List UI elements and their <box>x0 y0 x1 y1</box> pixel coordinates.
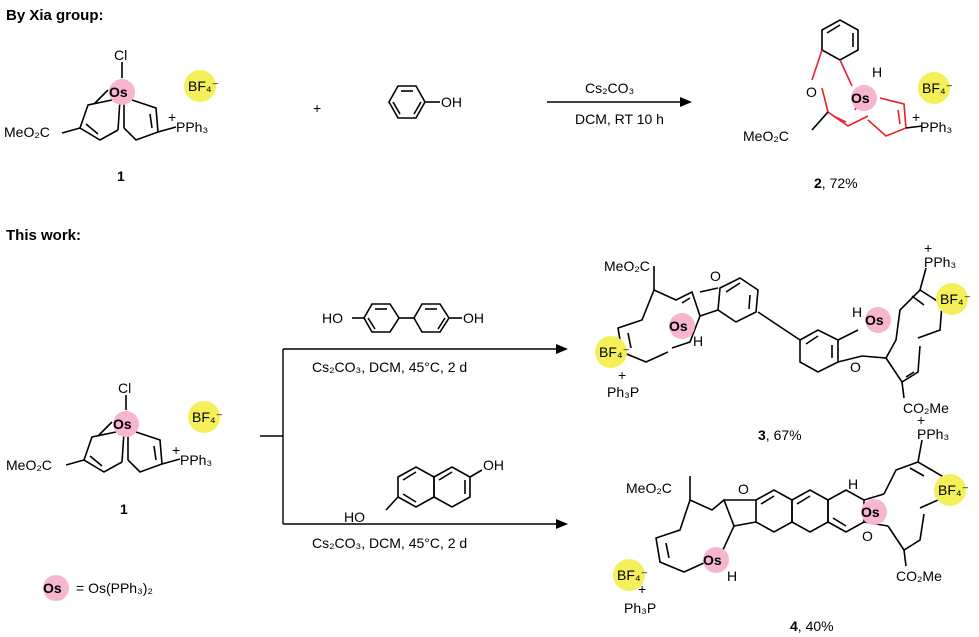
os-atom-label: Os <box>109 84 128 100</box>
ester-group-label: MeO₂C <box>4 124 50 140</box>
counterion-label: BF₄⁻ <box>922 80 953 96</box>
os-atom-label: Os <box>865 312 884 328</box>
hydride-label: H <box>727 568 737 584</box>
os-atom-label: Os <box>669 318 688 334</box>
compound-label-1: 1 <box>117 168 125 184</box>
counterion-label: BF₄⁻ <box>599 344 630 360</box>
ester-group-label: MeO₂C <box>743 128 789 144</box>
phosphonium-charge: + <box>168 109 176 125</box>
compound-4 <box>655 439 943 573</box>
phenol-structure <box>388 85 440 119</box>
phosphonium-label: Ph₃P <box>607 384 639 400</box>
naphthol-oh-label: OH <box>483 457 504 473</box>
counterion-label: BF₄⁻ <box>940 291 971 307</box>
compound-label-3: 3, 67% <box>758 427 802 443</box>
hydride-label: H <box>872 64 882 80</box>
reagent-r1: Cs₂CO₃ <box>585 80 634 96</box>
os-atom-label: Os <box>703 552 722 568</box>
ester-group-label: MeO₂C <box>6 457 52 473</box>
compound-yield-4: , 40% <box>798 618 834 634</box>
compound-1-top <box>61 62 177 141</box>
phosphonium-label: PPh₃ <box>180 452 212 468</box>
ether-oxygen-label: O <box>850 359 861 375</box>
ether-oxygen-label: O <box>710 268 721 284</box>
hydride-label: H <box>693 333 703 349</box>
ether-oxygen-label: O <box>806 84 817 100</box>
phosphonium-charge: + <box>917 412 925 428</box>
compound-id-2: 2 <box>814 175 822 191</box>
legend-os-symbol: Os <box>43 580 62 596</box>
arrow-head-r2 <box>556 344 568 354</box>
phenol-oh-label: OH <box>441 94 462 110</box>
phosphonium-charge: + <box>638 581 646 597</box>
phosphonium-label: PPh₃ <box>917 426 949 442</box>
phosphonium-label: PPh₃ <box>176 119 208 135</box>
compound-3 <box>617 266 943 399</box>
os-atom-label: Os <box>861 504 880 520</box>
compound-yield-3: , 67% <box>766 427 802 443</box>
reaction-arrow-1 <box>547 97 692 107</box>
compound-id-3: 3 <box>758 427 766 443</box>
header-xia-group: By Xia group: <box>6 7 104 24</box>
legend-os-definition: = Os(PPh₃)₂ <box>76 580 153 596</box>
ester-group-label: CO₂Me <box>896 568 942 584</box>
counterion-label: BF₄⁻ <box>938 482 969 498</box>
biphenol-oh-label: OH <box>463 310 484 326</box>
conditions-r2: Cs₂CO₃, DCM, 45°C, 2 d <box>312 359 467 375</box>
counterion-label: BF₄⁻ <box>192 409 223 425</box>
compound-2 <box>811 19 923 137</box>
compound-label-4: 4, 40% <box>790 618 834 634</box>
ester-group-label: MeO₂C <box>626 480 672 496</box>
conditions-r3: Cs₂CO₃, DCM, 45°C, 2 d <box>312 535 467 551</box>
phosphonium-charge: + <box>618 367 626 383</box>
biphenol-structure <box>352 303 462 333</box>
arrow-head-r3 <box>556 519 568 529</box>
phosphonium-label: PPh₃ <box>920 119 952 135</box>
ether-oxygen-label: O <box>862 528 873 544</box>
counterion-label: BF₄⁻ <box>188 78 219 94</box>
header-this-work: This work: <box>6 227 81 244</box>
naphthalenediol-structure <box>385 466 483 511</box>
plus-sign: + <box>313 100 321 116</box>
os-atom-label: Os <box>113 416 132 432</box>
chloride-label: Cl <box>118 380 131 396</box>
phosphonium-charge: + <box>924 240 932 256</box>
compound-yield-2: , 72% <box>822 175 858 191</box>
os-atom-label: Os <box>851 90 870 106</box>
biphenol-ho-label: HO <box>322 310 343 326</box>
phosphonium-charge: + <box>912 109 920 125</box>
branching-arrows <box>260 348 560 525</box>
compound-id-4: 4 <box>790 618 798 634</box>
hydride-label: H <box>852 304 862 320</box>
counterion-label: BF₄⁻ <box>617 567 648 583</box>
ether-oxygen-label: O <box>738 481 749 497</box>
hydride-label: H <box>848 476 858 492</box>
phosphonium-label: Ph₃P <box>624 600 656 616</box>
phosphonium-label: PPh₃ <box>924 254 956 270</box>
ester-group-label: CO₂Me <box>903 400 949 416</box>
compound-label-2: 2, 72% <box>814 175 858 191</box>
compound-label-1: 1 <box>120 501 128 517</box>
chloride-label: Cl <box>114 47 127 63</box>
phosphonium-charge: + <box>172 442 180 458</box>
conditions-r1: DCM, RT 10 h <box>575 111 664 127</box>
naphthol-ho-label: HO <box>344 509 365 525</box>
ester-group-label: MeO₂C <box>604 258 650 274</box>
